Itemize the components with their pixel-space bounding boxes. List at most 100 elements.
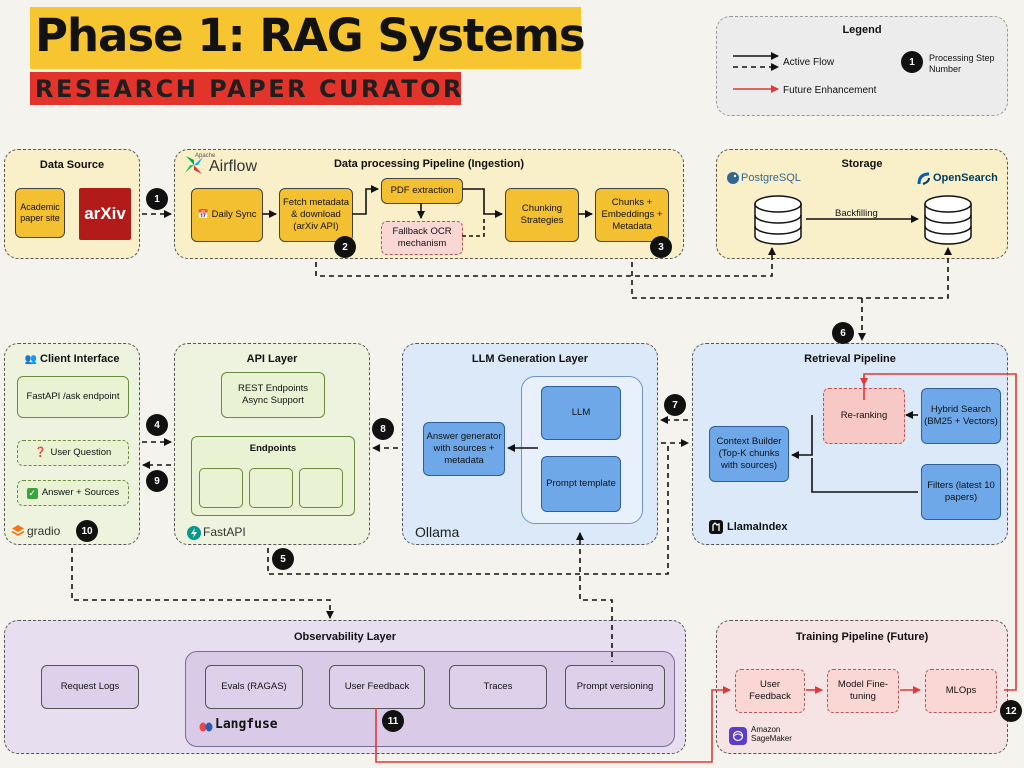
title-banner: Phase 1: RAG Systems	[30, 7, 586, 69]
user-question-node: ❓User Question	[17, 440, 129, 466]
daily-sync-label: Daily Sync	[211, 209, 257, 221]
sagemaker-icon	[729, 727, 747, 745]
llamaindex-icon	[709, 520, 723, 534]
evals-node: Evals (RAGAS)	[205, 665, 303, 709]
chunks-embeddings-node: Chunks + Embeddings + Metadata	[595, 188, 669, 242]
legend-step-label: Processing Step Number	[929, 53, 995, 74]
step-badge-8: 8	[372, 418, 394, 440]
user-question-label: User Question	[50, 447, 112, 459]
arrow-ocr-chunking	[462, 218, 485, 237]
client-title-row: 👥 Client Interface	[5, 353, 139, 365]
arxiv-logo: arXiv	[79, 188, 131, 240]
rest-endpoints-node: REST Endpoints Async Support	[221, 372, 325, 418]
mlops-node: MLOps	[925, 669, 997, 713]
page-subtitle: RESEARCH PAPER CURATOR	[35, 75, 464, 103]
legend-step-badge: 1	[901, 51, 923, 73]
airflow-icon	[183, 154, 205, 176]
langfuse-icon	[199, 720, 213, 732]
endpoint-slot-1	[199, 468, 243, 508]
storage-group: Storage PostgreSQL OpenSearch Backfillin…	[716, 149, 1008, 259]
ingestion-title: Data processing Pipeline (Ingestion)	[333, 158, 525, 170]
api-group: API Layer REST Endpoints Async Support E…	[174, 343, 370, 545]
chunking-node: Chunking Strategies	[505, 188, 579, 242]
legend-future: Future Enhancement	[783, 85, 877, 96]
ocr-fallback-node: Fallback OCR mechanism	[381, 221, 463, 255]
llm-group: LLM Generation Layer Answer generator wi…	[402, 343, 658, 545]
step-badge-6: 6	[832, 322, 854, 344]
step-badge-10: 10	[76, 520, 98, 542]
context-builder-node: Context Builder (Top-K chunks with sourc…	[709, 426, 789, 482]
data-source-group: Data Source Academic paper site arXiv	[4, 149, 140, 259]
arrow-chunks-opensearch	[631, 247, 952, 299]
arrow-prompt-versioning	[579, 540, 613, 662]
gradio-icon	[11, 524, 25, 538]
sagemaker-brand-2: SageMaker	[751, 734, 792, 743]
postgres-db-icon	[751, 194, 805, 246]
answer-generator-node: Answer generator with sources + metadata	[423, 422, 505, 476]
step-badge-7: 7	[664, 394, 686, 416]
opensearch-db-icon	[921, 194, 975, 246]
prompt-versioning-node: Prompt versioning	[565, 665, 665, 709]
step-badge-3: 3	[650, 236, 672, 258]
fastapi-ask-node: FastAPI /ask endpoint	[17, 376, 129, 418]
step-badge-1: 1	[146, 188, 168, 210]
request-logs-node: Request Logs	[41, 665, 139, 709]
training-title: Training Pipeline (Future)	[795, 631, 929, 643]
daily-sync-node: 📅Daily Sync	[191, 188, 263, 242]
arrow-mlops-rerank	[863, 373, 1017, 691]
step-badge-5: 5	[272, 548, 294, 570]
finetuning-node: Model Fine-tuning	[827, 669, 899, 713]
user-feedback-train-node: User Feedback	[735, 669, 805, 713]
observability-title: Observability Layer	[293, 631, 397, 643]
hybrid-search-node: Hybrid Search (BM25 + Vectors)	[921, 388, 1001, 444]
fastapi-icon	[187, 526, 201, 540]
backfilling-label: Backfilling	[835, 208, 878, 219]
ollama-brand: Ollama	[415, 524, 460, 540]
answer-sources-label: Answer + Sources	[41, 487, 120, 499]
arrow-fetch-postgres	[315, 247, 776, 277]
page-title: Phase 1: RAG Systems	[35, 9, 586, 62]
arrow-pdf-chunking	[462, 188, 503, 218]
step-badge-2: 2	[334, 236, 356, 258]
step-badge-4: 4	[146, 414, 168, 436]
langfuse-brand: Langfuse	[215, 717, 278, 732]
postgres-brand: PostgreSQL	[741, 172, 801, 184]
training-group: Training Pipeline (Future) User Feedback…	[716, 620, 1008, 754]
endpoint-slot-2	[249, 468, 293, 508]
arrow-feedback-training	[375, 686, 731, 763]
arrow-api-observability	[267, 446, 669, 575]
retrieval-group: Retrieval Pipeline Re-ranking Hybrid Sea…	[692, 343, 1008, 545]
users-icon: 👥	[24, 354, 37, 365]
storage-title: Storage	[841, 158, 883, 170]
answer-sources-node: ✓Answer + Sources	[17, 480, 129, 506]
arrow-client-observability	[71, 548, 334, 619]
llm-title: LLM Generation Layer	[471, 353, 589, 365]
academic-site-node: Academic paper site	[15, 188, 65, 238]
retrieval-title: Retrieval Pipeline	[804, 353, 896, 365]
step-badge-9: 9	[146, 470, 168, 492]
subtitle-banner: RESEARCH PAPER CURATOR	[30, 72, 464, 105]
check-icon: ✓	[26, 487, 38, 499]
opensearch-brand: OpenSearch	[933, 172, 998, 184]
airflow-brand: Airflow	[209, 158, 258, 175]
fastapi-brand: FastAPI	[203, 525, 246, 539]
step-badge-11: 11	[382, 710, 404, 732]
llamaindex-brand: LlamaIndex	[727, 521, 788, 533]
legend-active-flow: Active Flow	[783, 57, 835, 68]
legend-box: Legend Active Flow Future Enhancement 1 …	[716, 16, 1008, 116]
airflow-brand-small: Apache	[195, 153, 216, 159]
client-title: Client Interface	[40, 353, 120, 365]
arrow-fetch-pdf	[352, 185, 379, 215]
calendar-icon: 📅	[197, 209, 209, 220]
legend-title: Legend	[842, 24, 882, 36]
data-source-title: Data Source	[39, 159, 105, 171]
fetch-node: Fetch metadata & download (arXiv API)	[279, 188, 353, 242]
llm-node: LLM	[541, 386, 621, 440]
filters-node: Filters (latest 10 papers)	[921, 464, 1001, 520]
observability-group: Observability Layer Request Logs Evals (…	[4, 620, 686, 754]
ingestion-group: Apache Airflow Data processing Pipeline …	[174, 149, 684, 259]
postgres-elephant-icon	[725, 170, 741, 186]
user-feedback-obs-node: User Feedback	[329, 665, 425, 709]
api-title: API Layer	[246, 353, 298, 365]
